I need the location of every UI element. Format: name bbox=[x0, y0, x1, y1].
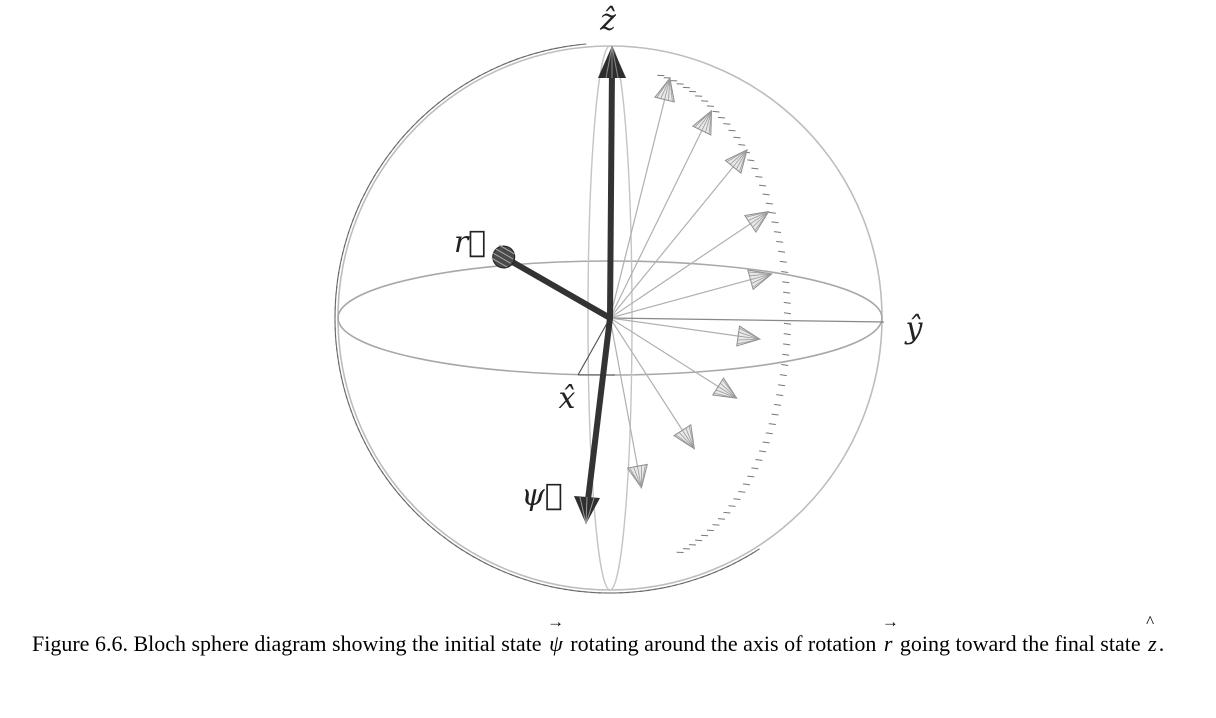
psi-vector-cone bbox=[574, 496, 600, 525]
rotation-vector-cone bbox=[736, 325, 762, 347]
trajectory-tick bbox=[776, 240, 784, 243]
rotation-vector-cone bbox=[673, 423, 695, 450]
rotation-vector-cone bbox=[711, 377, 738, 399]
trajectory-tick bbox=[762, 441, 770, 444]
r-vector-label: r⃗ bbox=[454, 225, 486, 260]
trajectory-tick bbox=[717, 116, 726, 119]
caption-psi-accent: → bbox=[547, 612, 565, 631]
trajectory-tick bbox=[695, 539, 703, 542]
rotation-vector-cone bbox=[654, 77, 675, 103]
rotation-vector-line bbox=[609, 317, 641, 481]
trajectory-tick bbox=[783, 322, 792, 325]
bloch-sphere-figure: ẑ ŷ x̂ r⃗ ψ⃗ bbox=[334, 3, 924, 594]
trajectory-tick bbox=[728, 505, 736, 507]
trajectory-tick bbox=[712, 524, 720, 526]
trajectory-tick bbox=[782, 353, 790, 356]
trajectory-tick bbox=[779, 260, 787, 263]
rotation-vector-cone bbox=[743, 210, 770, 234]
trajectory-tick bbox=[781, 364, 789, 366]
caption-middle: rotating around the axis of rotation bbox=[570, 631, 877, 656]
psi-vector-label: ψ⃗ bbox=[521, 478, 563, 513]
trajectory-tick bbox=[755, 176, 763, 178]
x-axis-label: x̂ bbox=[559, 381, 576, 416]
r-vector-cone bbox=[491, 244, 516, 269]
rotation-vector-line bbox=[609, 317, 753, 339]
trajectory-tick bbox=[706, 105, 714, 107]
caption-end: . bbox=[1158, 631, 1165, 656]
trajectory-tick bbox=[751, 467, 759, 470]
trajectory-tick bbox=[773, 403, 782, 406]
trajectory-tick bbox=[723, 123, 731, 125]
trajectory-tick bbox=[747, 475, 755, 478]
trajectory-tick bbox=[738, 144, 746, 146]
rotation-vector-cone bbox=[691, 109, 713, 136]
trajectory-tick bbox=[768, 211, 776, 214]
y-axis-line bbox=[609, 317, 885, 323]
trajectory-tick bbox=[783, 291, 791, 294]
trajectory-tick bbox=[771, 413, 779, 416]
trajectory-tick bbox=[781, 271, 789, 273]
x-axis-line bbox=[577, 317, 611, 376]
trajectory-tick bbox=[778, 250, 786, 253]
rotation-vector-line bbox=[609, 317, 691, 443]
trajectory-tick bbox=[778, 384, 786, 387]
trajectory-tick bbox=[728, 129, 736, 132]
trajectory-tick bbox=[762, 193, 770, 196]
trajectory-tick bbox=[738, 491, 746, 493]
caption-middle2: going toward the final state bbox=[899, 631, 1141, 656]
trajectory-tick bbox=[773, 231, 782, 233]
trajectory-tick bbox=[747, 159, 755, 162]
trajectory-tick bbox=[742, 483, 750, 486]
psi-vector-line bbox=[585, 317, 613, 501]
trajectory-tick bbox=[765, 432, 773, 435]
caption-z-accent: ^ bbox=[1146, 612, 1155, 631]
caption-r-accent: → bbox=[881, 612, 899, 631]
y-axis-label: ŷ bbox=[904, 311, 924, 346]
r-vector-line bbox=[499, 253, 613, 321]
rotation-vector-cone bbox=[724, 148, 748, 175]
caption-z-symbol: ^z bbox=[1146, 612, 1157, 656]
trajectory-tick bbox=[733, 136, 741, 139]
trajectory-tick bbox=[701, 534, 709, 537]
trajectory-tick bbox=[783, 333, 791, 336]
trajectory-tick bbox=[768, 423, 776, 425]
trajectory-tick bbox=[751, 167, 759, 170]
rotation-vectors bbox=[609, 77, 773, 490]
rotation-vector-cone bbox=[747, 269, 773, 291]
z-vector-cone bbox=[598, 45, 626, 79]
trajectory-tick bbox=[782, 281, 790, 284]
trajectory-tick bbox=[755, 459, 763, 461]
trajectory-tick bbox=[765, 202, 773, 205]
z-vector-line bbox=[607, 67, 615, 319]
trajectory-tick bbox=[712, 110, 720, 113]
trajectory-tick bbox=[733, 498, 741, 500]
trajectory-tick bbox=[723, 511, 731, 514]
trajectory-tick bbox=[783, 301, 791, 304]
trajectory-tick bbox=[783, 343, 791, 346]
trajectory-tick bbox=[759, 184, 767, 187]
trajectory-tick bbox=[717, 518, 726, 520]
trajectory-tick bbox=[771, 221, 779, 224]
trajectory-tick-marks bbox=[334, 43, 792, 594]
z-axis-label: ẑ bbox=[599, 3, 616, 38]
caption-prefix: Figure 6.6. Bloch sphere diagram showing… bbox=[32, 631, 542, 656]
trajectory-tick bbox=[779, 374, 787, 377]
trajectory-tick bbox=[701, 100, 709, 102]
trajectory-tick bbox=[750, 548, 760, 555]
rotation-vector-line bbox=[609, 275, 765, 319]
rotation-vector-line bbox=[609, 155, 743, 319]
rotation-vector-line bbox=[609, 85, 669, 319]
figure-caption: Figure 6.6. Bloch sphere diagram showing… bbox=[32, 612, 1192, 662]
caption-r-symbol: →r bbox=[881, 612, 899, 656]
rotation-vector-line bbox=[609, 117, 709, 319]
rotation-vector-line bbox=[609, 215, 763, 319]
trajectory-tick bbox=[783, 312, 792, 315]
caption-psi-symbol: →ψ bbox=[547, 612, 565, 656]
trajectory-tick bbox=[706, 529, 714, 532]
trajectory-tick bbox=[759, 450, 767, 453]
rotation-vector-cone bbox=[626, 463, 648, 490]
rotation-vector-line bbox=[609, 317, 731, 395]
trajectory-tick bbox=[776, 394, 784, 397]
